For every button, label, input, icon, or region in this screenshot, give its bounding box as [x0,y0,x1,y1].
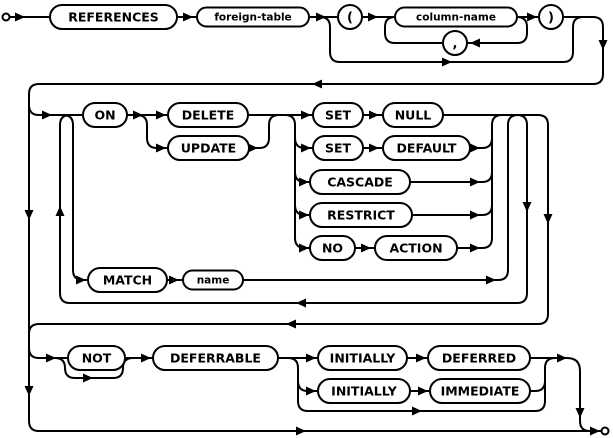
start-terminal-icon [1,12,11,22]
node-update-label: UPDATE [181,141,236,156]
node-references-label: REFERENCES [68,10,159,25]
node-comma-label: , [453,37,458,52]
arrowheads [15,12,608,436]
node-column-name: column-name [394,6,518,28]
node-foreign-table-label: foreign-table [214,12,291,24]
node-close-paren: ) [538,4,564,30]
node-no: NO [309,235,356,261]
node-open-paren: ( [337,4,363,30]
node-name: name [182,269,244,291]
node-restrict: RESTRICT [309,202,413,228]
node-set-1-label: SET [325,108,352,123]
node-on-label: ON [94,108,115,123]
node-delete-label: DELETE [182,108,234,123]
node-initially-2-label: INITIALLY [331,384,398,399]
node-null: NULL [382,102,444,128]
node-column-name-label: column-name [416,12,496,24]
node-set-2: SET [312,135,364,161]
node-close-paren-label: ) [548,11,554,26]
node-foreign-table: foreign-table [196,6,310,28]
node-no-label: NO [322,241,343,256]
node-not: NOT [67,345,126,371]
node-initially-1: INITIALLY [317,345,408,371]
node-open-paren-label: ( [347,11,353,26]
node-default: DEFAULT [382,135,471,161]
node-deferred: DEFERRED [427,345,531,371]
node-deferrable: DEFERRABLE [152,345,279,371]
node-name-label: name [197,275,230,287]
node-match: MATCH [87,267,168,293]
node-update: UPDATE [167,135,250,161]
end-terminal-icon [600,426,610,436]
node-comma: , [442,30,468,56]
node-cascade: CASCADE [309,169,411,195]
node-set-1: SET [312,102,364,128]
node-deferrable-label: DEFERRABLE [170,351,261,366]
node-deferred-label: DEFERRED [442,351,516,366]
node-default-label: DEFAULT [397,141,457,156]
node-match-label: MATCH [103,273,152,288]
node-immediate: IMMEDIATE [429,378,531,404]
node-initially-2: INITIALLY [317,378,411,404]
node-on: ON [82,102,128,128]
node-initially-1-label: INITIALLY [330,351,397,366]
node-action-label: ACTION [389,241,442,256]
node-null-label: NULL [395,108,432,123]
node-set-2-label: SET [325,141,352,156]
node-restrict-label: RESTRICT [327,208,395,223]
node-delete: DELETE [167,102,249,128]
node-not-label: NOT [82,351,112,366]
node-immediate-label: IMMEDIATE [441,384,520,399]
node-action: ACTION [374,235,458,261]
node-references: REFERENCES [49,4,178,30]
node-cascade-label: CASCADE [327,175,393,190]
